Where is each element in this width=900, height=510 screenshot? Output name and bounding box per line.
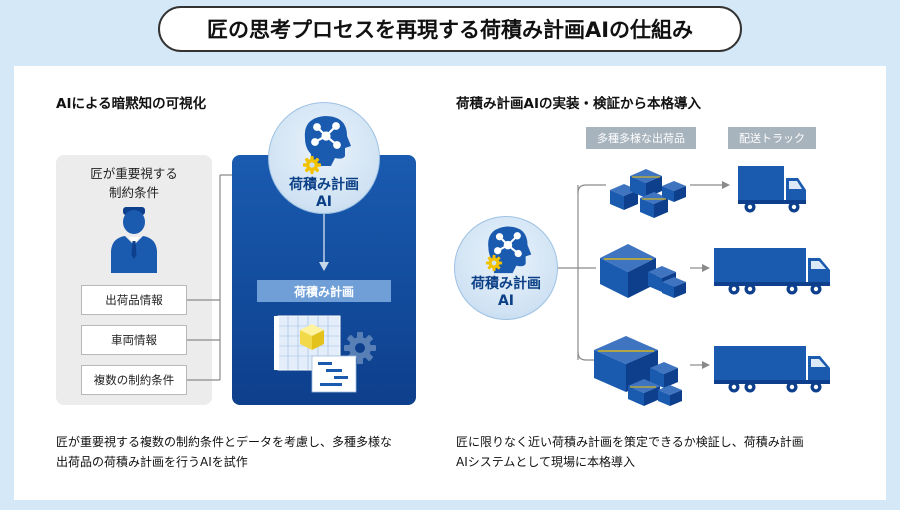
- tag-cargo: 多種多様な出荷品: [586, 127, 696, 149]
- ai-brain-icon: [304, 116, 351, 166]
- gear-icon: [303, 156, 321, 174]
- ai-label-right: 荷積み計画 AI: [471, 276, 541, 309]
- left-description: 匠が重要視する複数の制約条件とデータを考慮し、多種多様な 出荷品の荷積み計画を行…: [56, 435, 393, 469]
- constraints-title: 匠が重要視する 制約条件: [90, 166, 178, 200]
- loading-plan-label: 荷積み計画: [257, 280, 391, 302]
- down-arrow: [319, 214, 329, 271]
- plan-document-icon: [274, 315, 376, 393]
- left-section-heading: AIによる暗黙知の可視化: [56, 96, 207, 112]
- truck-icon-3: [714, 346, 830, 393]
- cargo-boxes-icon: [610, 169, 686, 218]
- condition-multiple-constraints: 複数の制約条件: [81, 365, 187, 395]
- page-title: 匠の思考プロセスを再現する荷積み計画AIの仕組み: [158, 6, 742, 52]
- truck-icon: [738, 166, 806, 213]
- cargo-boxes-icon-2: [600, 244, 686, 298]
- cargo-boxes-icon-3: [594, 336, 682, 406]
- constraints-box: [56, 155, 212, 405]
- person-icon: [111, 207, 157, 273]
- gear-icon-right: [485, 254, 503, 272]
- right-section-heading: 荷積み計画AIの実装・検証から本格導入: [456, 96, 701, 112]
- tag-truck: 配送トラック: [728, 127, 816, 149]
- ai-label-left: 荷積み計画 AI: [289, 177, 359, 210]
- right-description: 匠に限りなく近い荷積み計画を策定できるか検証し、荷積み計画 AIシステムとして現…: [456, 435, 804, 469]
- condition-vehicle-info: 車両情報: [81, 325, 187, 355]
- truck-icon-2: [714, 248, 830, 295]
- condition-shipment-info: 出荷品情報: [81, 285, 187, 315]
